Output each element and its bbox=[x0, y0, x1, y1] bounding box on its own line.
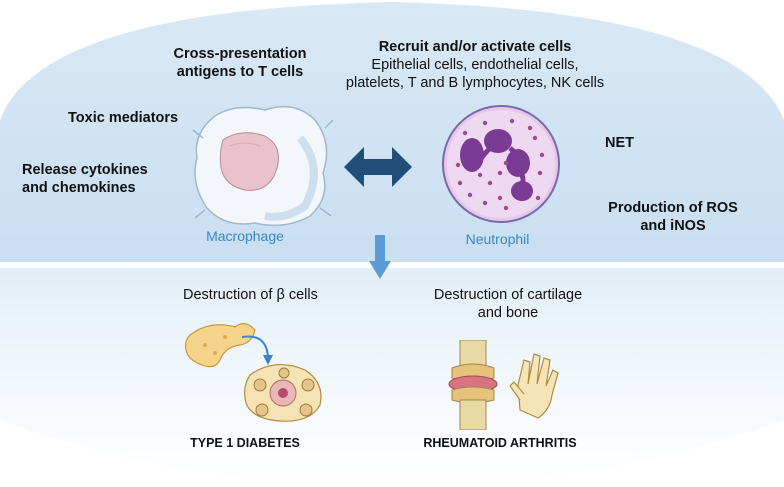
knee-joint-icon bbox=[448, 340, 498, 430]
neutrophil-label: Neutrophil bbox=[465, 231, 530, 247]
pancreas-icon bbox=[184, 323, 256, 368]
pancreas-islet-illustration bbox=[184, 323, 322, 422]
recruit-title: Recruit and/or activate cells bbox=[378, 39, 572, 55]
joint-illustration bbox=[448, 340, 559, 430]
top-panel bbox=[0, 2, 784, 262]
double-arrow-icon bbox=[344, 147, 412, 187]
macrophage-icon bbox=[192, 105, 334, 227]
islet-icon bbox=[244, 364, 322, 422]
beta-destruction-text: Destruction of β cells bbox=[183, 287, 318, 303]
macrophage-label: Macrophage bbox=[206, 228, 284, 244]
neutrophil-icon bbox=[442, 105, 560, 223]
type1-diabetes-label: TYPE 1 DIABETES bbox=[190, 436, 300, 450]
toxic-mediators-text: Toxic mediators bbox=[68, 110, 179, 126]
release-cytokines-line-1: Release cytokines bbox=[22, 162, 148, 178]
recruit-line-2: platelets, T and B lymphocytes, NK cells bbox=[345, 75, 605, 91]
ros-line-2: and iNOS bbox=[640, 218, 706, 234]
rheumatoid-arthritis-label: RHEUMATOID ARTHRITIS bbox=[423, 436, 577, 450]
down-arrow-icon bbox=[369, 235, 391, 279]
ros-line-1: Production of ROS bbox=[608, 200, 738, 216]
cartilage-line-2: and bone bbox=[477, 305, 539, 321]
ros-text: Production of ROS and iNOS bbox=[598, 199, 748, 235]
release-cytokines-line-2: and chemokines bbox=[22, 180, 136, 196]
cross-presentation-line-1: Cross-presentation bbox=[173, 46, 307, 62]
bottom-panel bbox=[0, 268, 784, 487]
net-text: NET bbox=[605, 135, 634, 151]
cross-presentation-line-2: antigens to T cells bbox=[176, 64, 304, 80]
hand-icon bbox=[509, 353, 559, 419]
recruit-text: Recruit and/or activate cells Epithelial… bbox=[330, 38, 620, 92]
recruit-line-1: Epithelial cells, endothelial cells, bbox=[371, 57, 579, 73]
cartilage-line-1: Destruction of cartilage bbox=[433, 287, 583, 303]
cross-presentation-text: Cross-presentation antigens to T cells bbox=[150, 45, 330, 81]
cartilage-destruction-text: Destruction of cartilage and bone bbox=[418, 286, 598, 322]
release-cytokines-text: Release cytokines and chemokines bbox=[22, 161, 148, 197]
